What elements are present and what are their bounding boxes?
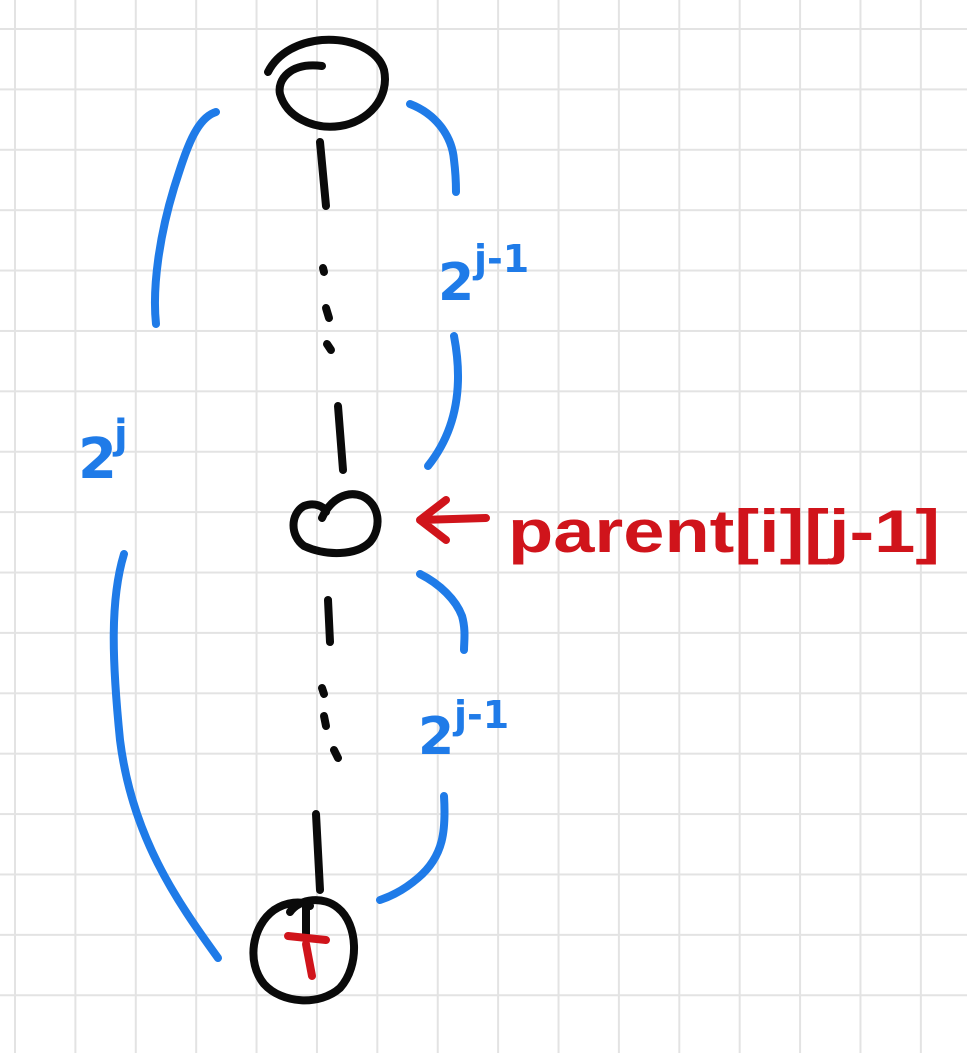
bracket-lower-top <box>416 570 469 654</box>
label-total-base: 2 <box>78 427 117 492</box>
bracket-total-lower <box>109 550 222 962</box>
label-lower-base: 2 <box>418 707 454 767</box>
label-upper-span: 2 j-1 <box>438 237 529 313</box>
label-upper-base: 2 <box>438 253 474 313</box>
edge-top-2 <box>334 402 347 474</box>
edge-top-1 <box>316 138 330 210</box>
ellipsis-dot-6 <box>330 746 342 762</box>
bracket-total-upper <box>150 108 220 328</box>
ellipsis-dot-1 <box>319 264 328 276</box>
top-node <box>264 35 389 131</box>
arrow-left-icon <box>416 496 490 544</box>
midpoint-annotation: parent[i][j-1] <box>416 496 940 565</box>
label-upper-exponent: j-1 <box>472 237 529 281</box>
node-i-mark: i <box>284 932 330 980</box>
label-total-exponent: j <box>112 412 128 458</box>
ellipsis-dot-4 <box>318 684 328 698</box>
label-lower-exponent: j-1 <box>452 693 509 737</box>
ellipsis-dot-3 <box>323 340 335 354</box>
annotation-text: parent[i][j-1] <box>508 498 940 565</box>
edge-bottom-2 <box>312 810 324 894</box>
label-lower-span: 2 j-1 <box>418 693 509 767</box>
bracket-upper-top <box>406 100 460 196</box>
bracket-lower-bottom <box>376 792 449 904</box>
bracket-upper-bottom <box>424 332 462 470</box>
middle-node <box>289 490 382 558</box>
node-i-stem <box>302 940 316 980</box>
label-total-span: 2 j <box>78 412 128 492</box>
edge-bottom-1 <box>324 596 334 646</box>
ellipsis-dot-2 <box>322 304 333 322</box>
ellipsis-dot-5 <box>320 712 330 730</box>
node-i-crossbar <box>284 932 330 944</box>
bottom-node <box>249 896 358 1005</box>
